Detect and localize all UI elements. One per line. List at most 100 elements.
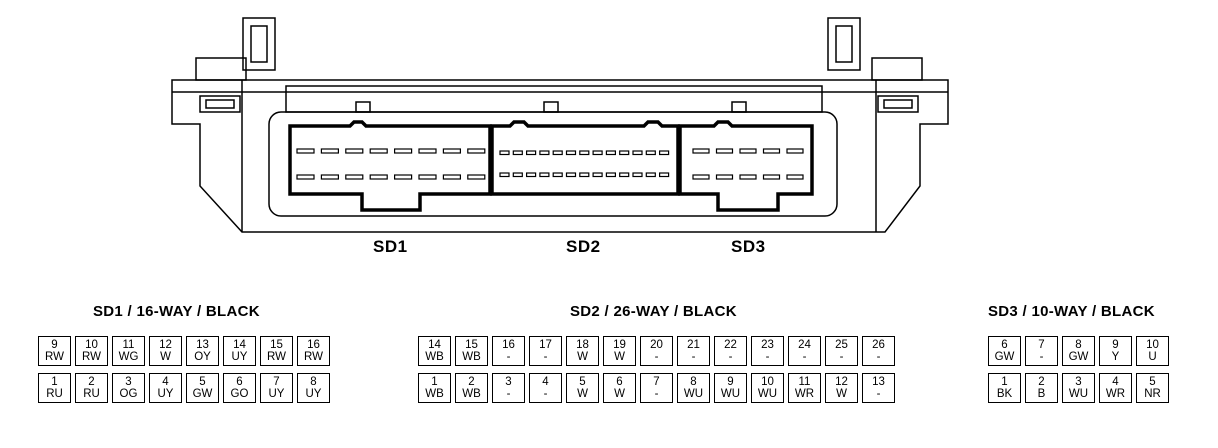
pin-number: 7 <box>653 376 660 388</box>
wire-color: W <box>577 388 588 400</box>
wire-color: WR <box>794 388 815 400</box>
pin-number: 1 <box>51 376 58 388</box>
pin-slot <box>467 148 486 154</box>
pin-number: 8 <box>690 376 697 388</box>
pin-slot <box>418 174 437 180</box>
pin-number: 15 <box>465 339 478 351</box>
wire-color: RW <box>267 351 286 363</box>
pin-number: 1 <box>1001 376 1008 388</box>
wire-color: W <box>836 388 847 400</box>
wire-color: WB <box>462 388 481 400</box>
pin-number: 2 <box>468 376 475 388</box>
wire-color: - <box>654 388 659 400</box>
pin-number: 16 <box>307 339 320 351</box>
pin-number: 1 <box>431 376 438 388</box>
pin-number: 14 <box>233 339 246 351</box>
pin-slot <box>786 148 804 154</box>
pin-slot <box>552 150 563 156</box>
wire-color: WU <box>720 388 741 400</box>
pin-slot <box>296 148 315 154</box>
wire-color: - <box>839 351 844 363</box>
pin-slot <box>565 150 577 156</box>
wire-color: - <box>765 351 770 363</box>
pin-slot <box>512 172 523 178</box>
wire-color: W <box>614 388 625 400</box>
wire-color: GW <box>192 388 213 400</box>
shroud <box>268 111 838 217</box>
sd3-socket <box>678 120 814 212</box>
wire-color: BK <box>996 388 1013 400</box>
pin-cell: 7- <box>1025 336 1058 366</box>
pin-number: 5 <box>199 376 206 388</box>
wire-color: GW <box>994 351 1015 363</box>
wire-color: UY <box>305 388 322 400</box>
wire-color: W <box>160 351 171 363</box>
wire-color: WU <box>1068 388 1089 400</box>
pin-number: 2 <box>88 376 95 388</box>
pin-number: 9 <box>1112 339 1119 351</box>
pin-number: 18 <box>576 339 589 351</box>
wire-color: RU <box>83 388 100 400</box>
pin-number: 12 <box>835 376 848 388</box>
pin-slot <box>539 150 550 156</box>
pin-number: 10 <box>1146 339 1159 351</box>
pin-cell: 17- <box>529 336 562 366</box>
pin-number: 17 <box>539 339 552 351</box>
pin-number: 26 <box>872 339 885 351</box>
pin-number: 3 <box>505 376 512 388</box>
pin-number: 3 <box>125 376 132 388</box>
pin-number: 13 <box>196 339 209 351</box>
pin-slot <box>715 174 734 180</box>
pin-cell: 23- <box>751 336 784 366</box>
left-clip <box>242 17 276 71</box>
pin-slot <box>762 148 781 154</box>
pin-cell: 26- <box>862 336 895 366</box>
sd2-label: SD2 <box>566 237 601 256</box>
pin-number: 13 <box>872 376 885 388</box>
pin-number: 22 <box>724 339 737 351</box>
pin-number: 14 <box>428 339 441 351</box>
wire-color: - <box>543 351 548 363</box>
wire-color: RW <box>304 351 323 363</box>
wire-color: Y <box>1111 351 1120 363</box>
pin-slot <box>394 148 413 154</box>
pin-number: 4 <box>162 376 169 388</box>
wire-color: - <box>802 351 807 363</box>
wire-color: - <box>876 351 881 363</box>
pin-cell: 16- <box>492 336 525 366</box>
pin-cell: 3- <box>492 373 525 403</box>
sd3-label: SD3 <box>731 237 766 256</box>
pin-number: 15 <box>270 339 283 351</box>
pin-slot <box>499 172 510 178</box>
pin-number: 7 <box>273 376 280 388</box>
pin-number: 8 <box>310 376 317 388</box>
pin-number: 23 <box>761 339 774 351</box>
pin-cell: 21- <box>677 336 710 366</box>
pin-number: 6 <box>616 376 623 388</box>
pin-slot <box>320 148 339 154</box>
pin-slot <box>552 172 563 178</box>
pin-cell: 25- <box>825 336 858 366</box>
pin-slot <box>565 172 577 178</box>
pin-slot <box>619 172 630 178</box>
pin-number: 3 <box>1075 376 1082 388</box>
left-ear <box>195 57 247 81</box>
pin-cell: 7- <box>640 373 673 403</box>
pin-slot <box>394 174 413 180</box>
wire-color: GO <box>230 388 249 400</box>
pin-slot <box>579 172 590 178</box>
pin-slot <box>645 172 656 178</box>
wire-color: NR <box>1144 388 1161 400</box>
